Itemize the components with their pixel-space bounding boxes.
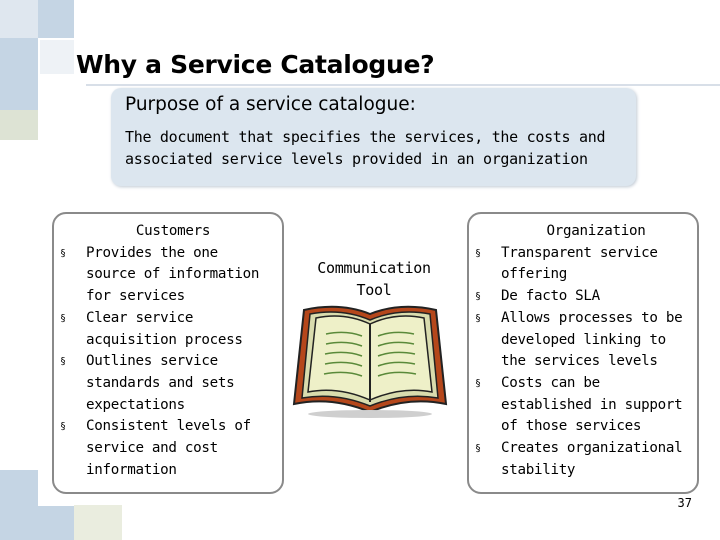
organization-heading: Organization	[546, 223, 646, 239]
bullet-icon: §	[60, 421, 66, 433]
purpose-line: The document that specifies the services…	[125, 128, 606, 146]
bullet-icon: §	[475, 377, 481, 389]
comm-line: Communication	[317, 259, 431, 277]
bullet-icon: §	[60, 312, 66, 324]
decor-square	[0, 0, 38, 38]
bullet-icon: §	[60, 356, 66, 368]
purpose-heading: Purpose of a service catalogue:	[125, 94, 416, 115]
purpose-text: The document that specifies the services…	[125, 126, 625, 170]
purpose-line: associated service levels provided in an…	[125, 150, 588, 168]
communication-tool-label: Communication Tool	[300, 257, 448, 301]
bullet-icon: §	[60, 247, 66, 259]
decor-square	[74, 505, 122, 540]
list-item: §De facto SLA	[469, 286, 697, 308]
customers-heading: Customers	[135, 223, 211, 239]
purpose-callout: Purpose of a service catalogue: The docu…	[111, 88, 636, 186]
bullet-icon: §	[475, 291, 481, 303]
bullet-icon: §	[475, 247, 481, 259]
open-book-icon	[292, 305, 448, 418]
bullet-icon: §	[475, 443, 481, 455]
decor-square	[0, 110, 38, 140]
title-divider	[86, 84, 720, 86]
decor-square	[40, 40, 74, 74]
page-number: 37	[677, 496, 692, 510]
comm-line: Tool	[356, 281, 392, 299]
slide-title: Why a Service Catalogue?	[76, 50, 435, 79]
bullet-icon: §	[475, 312, 481, 324]
